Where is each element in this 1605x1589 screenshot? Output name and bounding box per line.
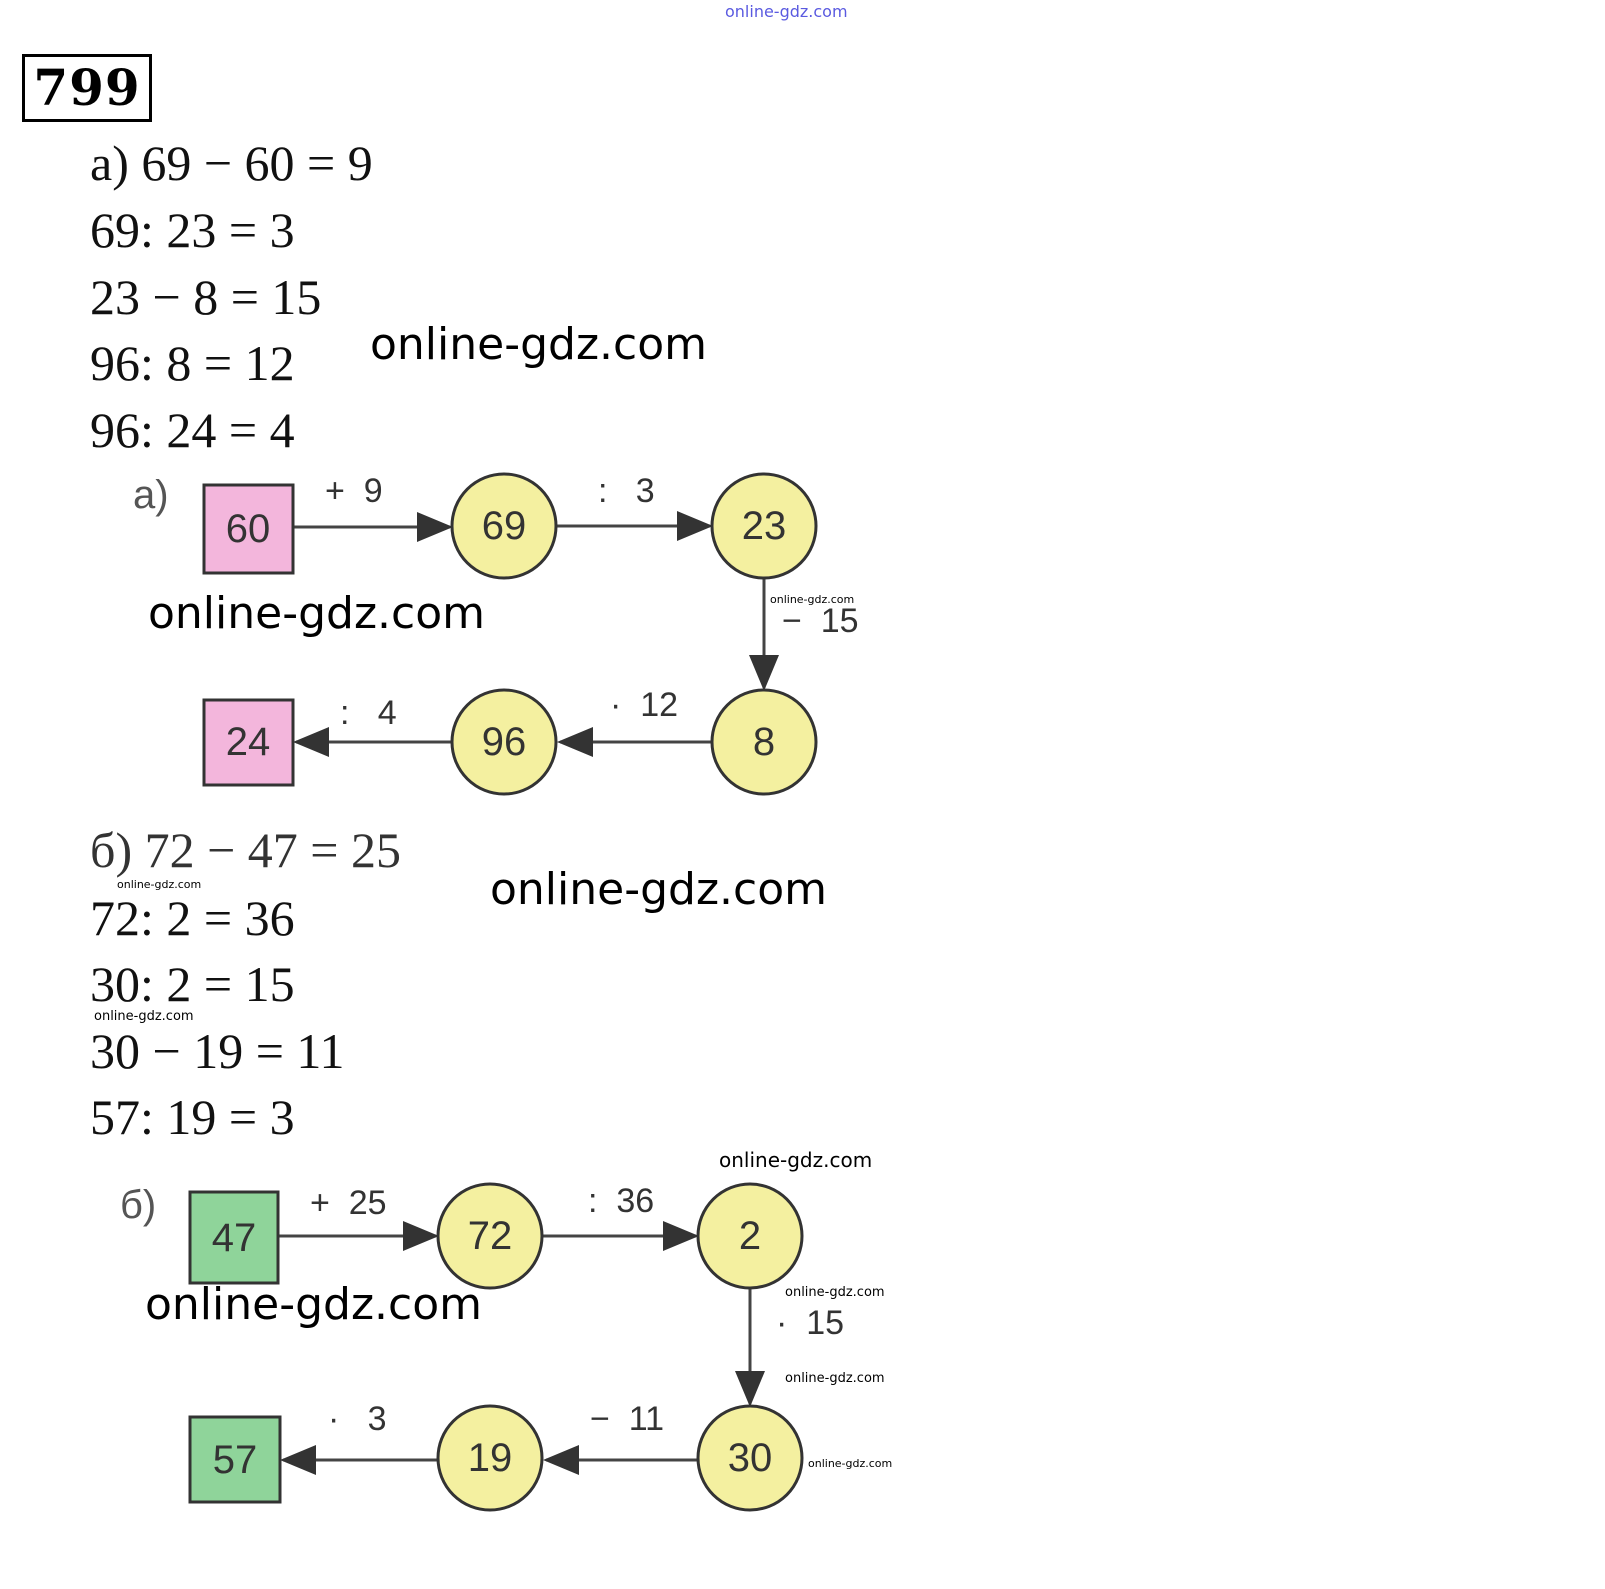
watermark: online-gdz.com (808, 1457, 893, 1470)
node-value: 8 (753, 720, 775, 764)
watermark: online-gdz.com (785, 1285, 885, 1300)
node-value: 57 (213, 1438, 258, 1482)
start-box (188, 1190, 280, 1285)
diagram-b-arrows (278, 1221, 765, 1475)
operation-label: · 15 (776, 1304, 844, 1342)
node-circle (696, 1404, 804, 1512)
node-circle (710, 472, 818, 580)
operation-label: · 12 (610, 686, 678, 724)
operation-label: + 9 (325, 472, 383, 510)
watermark: online-gdz.com (145, 1279, 483, 1330)
operation-label: + 25 (310, 1184, 387, 1222)
result-box (202, 698, 295, 787)
diagram-a-arrows (293, 511, 779, 757)
watermark: online-gdz.com (719, 1148, 873, 1172)
node-value: 60 (226, 507, 271, 551)
node-circle (710, 688, 818, 796)
equation-b-1: б) 72 − 47 = 25 (90, 822, 401, 878)
node-value: 2 (739, 1214, 761, 1258)
diagram-b-label: б) (120, 1183, 156, 1227)
watermark: online-gdz.com (770, 593, 855, 606)
equation-a-5: 96: 24 = 4 (90, 402, 295, 458)
node-value: 72 (468, 1214, 513, 1258)
equation-b-5: 57: 19 = 3 (90, 1089, 295, 1145)
node-value: 30 (728, 1436, 773, 1480)
watermark: online-gdz.com (490, 864, 828, 915)
equation-a-1: а) 69 − 60 = 9 (90, 135, 373, 191)
node-value: 47 (212, 1216, 257, 1260)
operation-label: : 36 (588, 1182, 654, 1220)
watermark: online-gdz.com (785, 1371, 885, 1386)
node-circle (450, 472, 558, 580)
watermark-top: online-gdz.com (725, 2, 848, 21)
problem-number: 799 (22, 54, 152, 122)
equation-b-3: 30: 2 = 15 (90, 956, 295, 1012)
operation-label: · 3 (328, 1400, 387, 1438)
equation-a-3: 23 − 8 = 15 (90, 269, 322, 325)
node-circle (436, 1182, 544, 1290)
node-circle (436, 1404, 544, 1512)
node-circle (450, 688, 558, 796)
operation-label: : 3 (598, 472, 655, 510)
node-circle (696, 1182, 804, 1290)
equation-b-2: 72: 2 = 36 (90, 890, 295, 946)
result-box (188, 1415, 282, 1504)
watermark: online-gdz.com (94, 1009, 194, 1024)
watermark: online-gdz.com (117, 878, 202, 891)
node-value: 19 (468, 1436, 513, 1480)
start-box (202, 483, 295, 575)
equation-a-2: 69: 23 = 3 (90, 202, 295, 258)
watermark: online-gdz.com (370, 319, 708, 370)
operation-label: − 15 (782, 602, 859, 640)
operation-label: : 4 (340, 694, 397, 732)
watermark: online-gdz.com (148, 588, 486, 639)
node-value: 96 (482, 720, 527, 764)
equation-b-4: 30 − 19 = 11 (90, 1023, 345, 1079)
equation-a-4: 96: 8 = 12 (90, 335, 295, 391)
operation-label: − 11 (590, 1400, 664, 1438)
node-value: 23 (742, 504, 787, 548)
node-value: 69 (482, 504, 527, 548)
node-value: 24 (226, 720, 271, 764)
diagram-a-label: а) (133, 473, 169, 517)
